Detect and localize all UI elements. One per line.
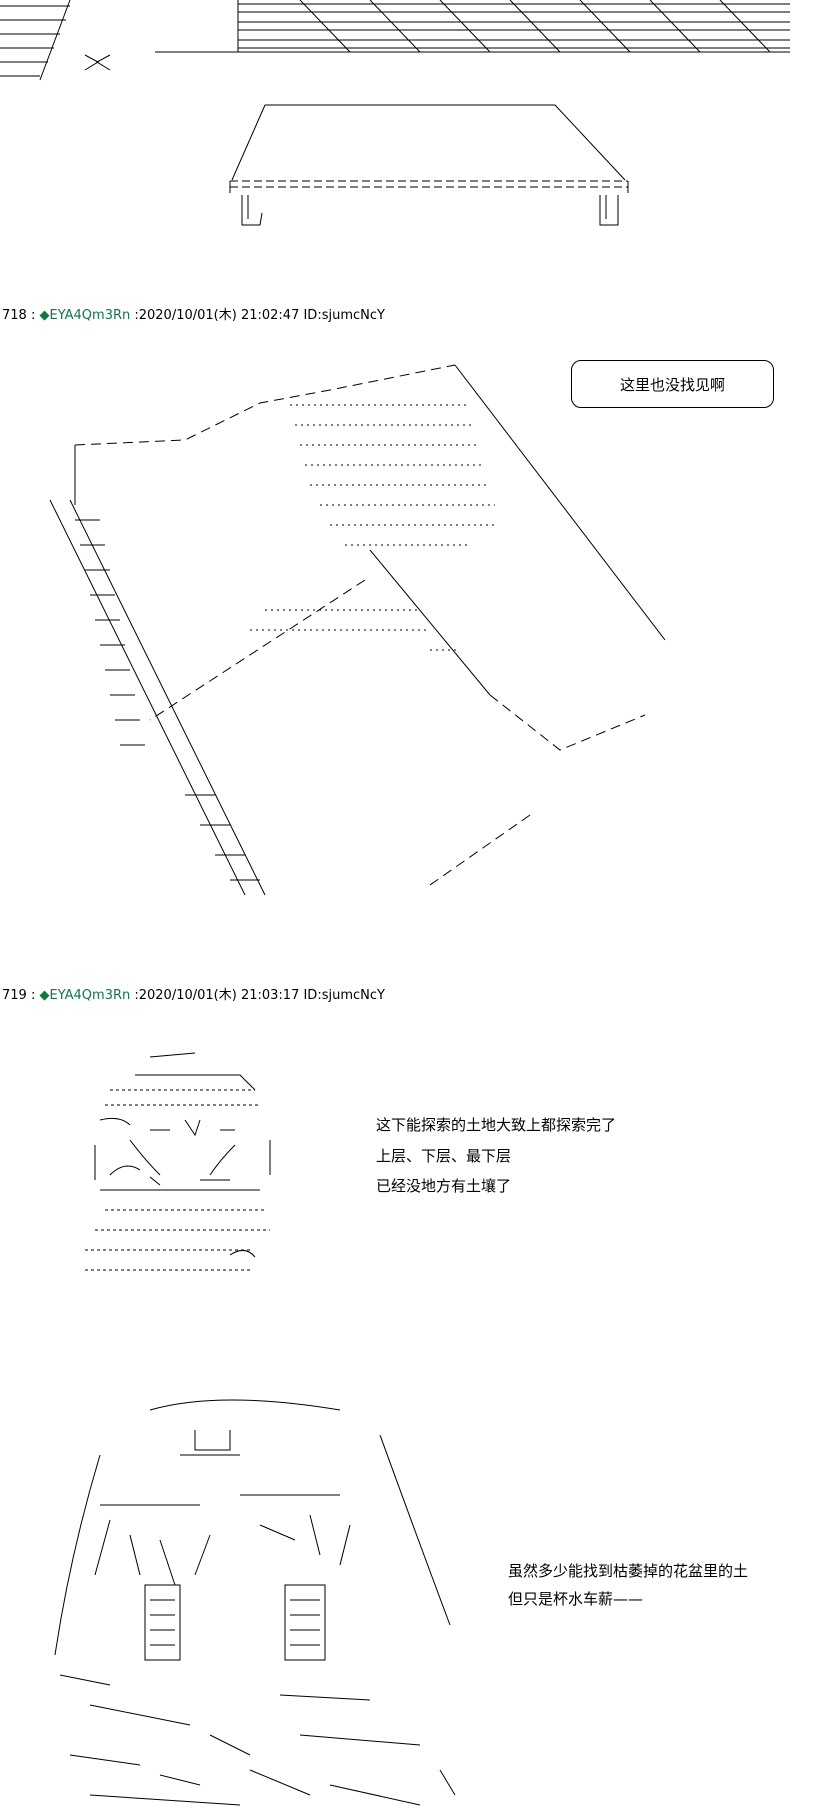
stair-left bbox=[49, 499, 266, 896]
post-meta: :2020/10/01(木) 21:03:17 ID:sjumcNcY bbox=[130, 988, 385, 1003]
post-number: 719 bbox=[2, 988, 27, 1003]
narration-line-4: 虽然多少能找到枯萎掉的花盆里的土 bbox=[508, 1562, 749, 1580]
table-art bbox=[229, 104, 629, 226]
speech-bubble: 这里也没找见啊 bbox=[571, 360, 774, 408]
character-face-1-art bbox=[85, 1052, 271, 1271]
character-face-2-art bbox=[54, 1399, 456, 1806]
right-eye bbox=[284, 1584, 326, 1661]
narration-line-5: 但只是杯水车薪—— bbox=[508, 1590, 644, 1608]
narration-line-1: 这下能探索的土地大致上都探索完了 bbox=[376, 1116, 617, 1134]
post-meta: :2020/10/01(木) 21:02:47 ID:sjumcNcY bbox=[130, 308, 385, 323]
trip-code[interactable]: ◆EYA4Qm3Rn bbox=[39, 308, 131, 323]
striped-panels-art bbox=[0, 0, 790, 81]
left-stripes bbox=[0, 0, 111, 81]
narration-line-2: 上层、下层、最下层 bbox=[376, 1147, 512, 1165]
bubble-text: 这里也没找见啊 bbox=[619, 375, 725, 394]
left-eye bbox=[144, 1584, 181, 1661]
folding-frame-art bbox=[49, 364, 666, 896]
right-stripes bbox=[155, 0, 790, 53]
post-header-719: 719 : ◆EYA4Qm3Rn :2020/10/01(木) 21:03:17… bbox=[2, 988, 385, 1003]
narration-line-3: 已经没地方有土壤了 bbox=[376, 1177, 512, 1195]
trip-code[interactable]: ◆EYA4Qm3Rn bbox=[39, 988, 131, 1003]
post-number: 718 bbox=[2, 308, 27, 323]
post-header-718: 718 : ◆EYA4Qm3Rn :2020/10/01(木) 21:02:47… bbox=[2, 308, 385, 323]
dotted-seat bbox=[250, 404, 495, 651]
